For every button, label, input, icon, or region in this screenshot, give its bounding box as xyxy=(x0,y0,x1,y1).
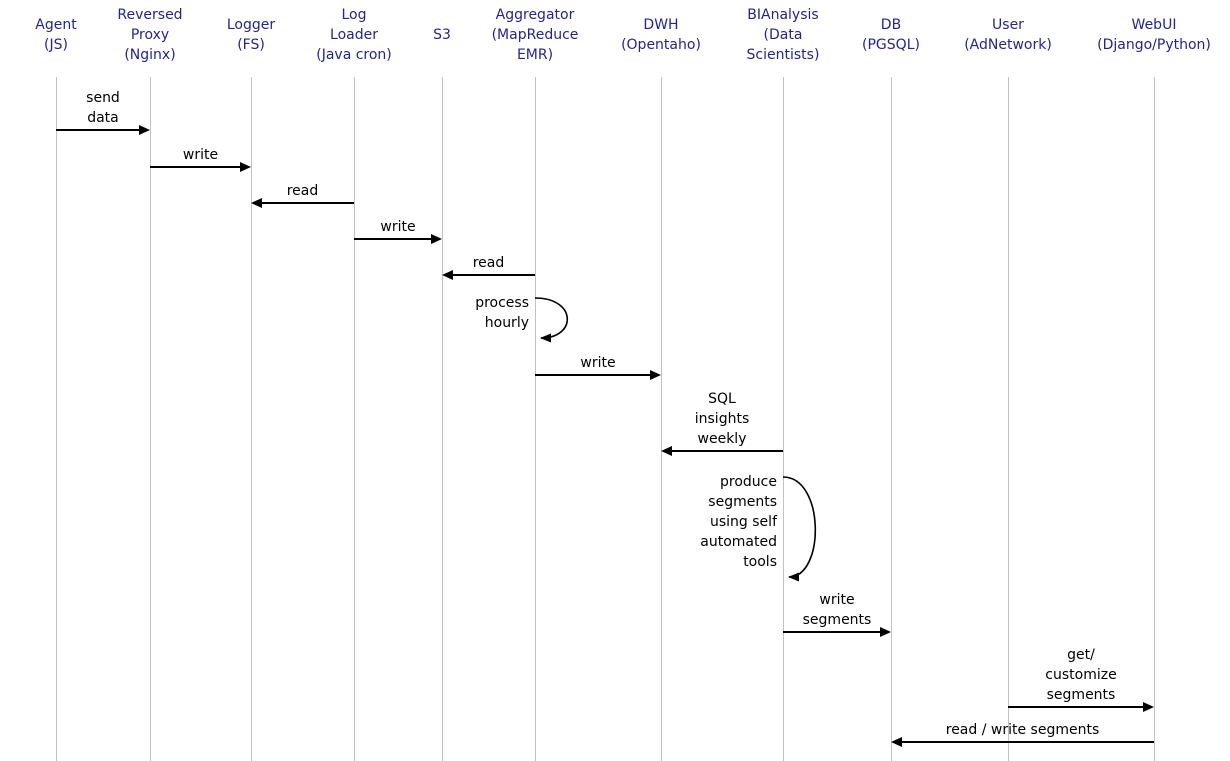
actor-webui-label: WebUI (Django/Python) xyxy=(1097,17,1211,53)
actor-aggregator-label: Aggregator (MapReduce EMR) xyxy=(491,7,579,63)
self-loop-aggregator xyxy=(534,293,583,343)
message-line-2 xyxy=(260,202,354,204)
lifeline-user xyxy=(1008,77,1009,761)
self-loop-arc-icon xyxy=(782,476,817,582)
lifeline-logger xyxy=(251,77,252,761)
self-loop-label-8: produce segments using self automated to… xyxy=(700,474,777,570)
lifeline-db xyxy=(891,77,892,761)
arrowhead-left-icon xyxy=(442,270,453,280)
message-line-4 xyxy=(451,274,535,276)
actor-bianalysis-label: BIAnalysis (Data Scientists) xyxy=(746,7,820,63)
arrowhead-left-icon xyxy=(891,737,902,747)
message-label-2: read xyxy=(286,183,319,199)
message-line-0 xyxy=(56,129,141,131)
lifeline-s3 xyxy=(442,77,443,761)
arrowhead-right-icon xyxy=(880,627,891,637)
self-loop-arc-icon xyxy=(534,297,569,343)
actor-s3-label: S3 xyxy=(433,27,451,43)
message-label-6: write xyxy=(580,355,616,371)
arrowhead-right-icon xyxy=(650,370,661,380)
message-label-3: write xyxy=(380,219,416,235)
self-loop-bianalysis xyxy=(782,472,831,582)
message-line-10 xyxy=(1008,706,1145,708)
message-line-1 xyxy=(150,166,242,168)
actor-reversed-proxy-label: Reversed Proxy (Nginx) xyxy=(117,7,183,63)
lifeline-reversed-proxy xyxy=(150,77,151,761)
lifeline-dwh xyxy=(661,77,662,761)
lifeline-agent xyxy=(56,77,57,761)
message-line-9 xyxy=(783,631,882,633)
arrowhead-right-icon xyxy=(431,234,442,244)
actor-log-loader-label: Log Loader (Java cron) xyxy=(316,7,392,63)
lifeline-bianalysis xyxy=(783,77,784,761)
message-line-6 xyxy=(535,374,652,376)
message-label-4: read xyxy=(472,255,505,271)
actor-logger-label: Logger (FS) xyxy=(226,17,276,53)
lifeline-aggregator xyxy=(535,77,536,761)
actor-dwh-label: DWH (Opentaho) xyxy=(621,17,701,53)
message-label-1: write xyxy=(182,147,219,163)
message-label-0: send data xyxy=(86,90,120,126)
message-line-11 xyxy=(900,741,1154,743)
arrowhead-left-icon xyxy=(661,446,672,456)
arrowhead-right-icon xyxy=(1143,702,1154,712)
actor-db-label: DB (PGSQL) xyxy=(862,17,920,53)
arrowhead-left-icon xyxy=(251,198,262,208)
message-line-3 xyxy=(354,238,433,240)
message-label-11: read / write segments xyxy=(945,722,1100,738)
message-label-9: write segments xyxy=(802,592,872,628)
arrowhead-right-icon xyxy=(139,125,150,135)
actor-user-label: User (AdNetwork) xyxy=(964,17,1052,53)
message-line-7 xyxy=(670,450,783,452)
message-label-7: SQL insights weekly xyxy=(694,391,750,447)
lifeline-webui xyxy=(1154,77,1155,761)
self-loop-label-5: process hourly xyxy=(475,295,529,331)
message-label-10: get/ customize segments xyxy=(1045,647,1117,703)
lifeline-log-loader xyxy=(354,77,355,761)
actor-agent-label: Agent (JS) xyxy=(35,17,77,53)
arrowhead-right-icon xyxy=(240,162,251,172)
